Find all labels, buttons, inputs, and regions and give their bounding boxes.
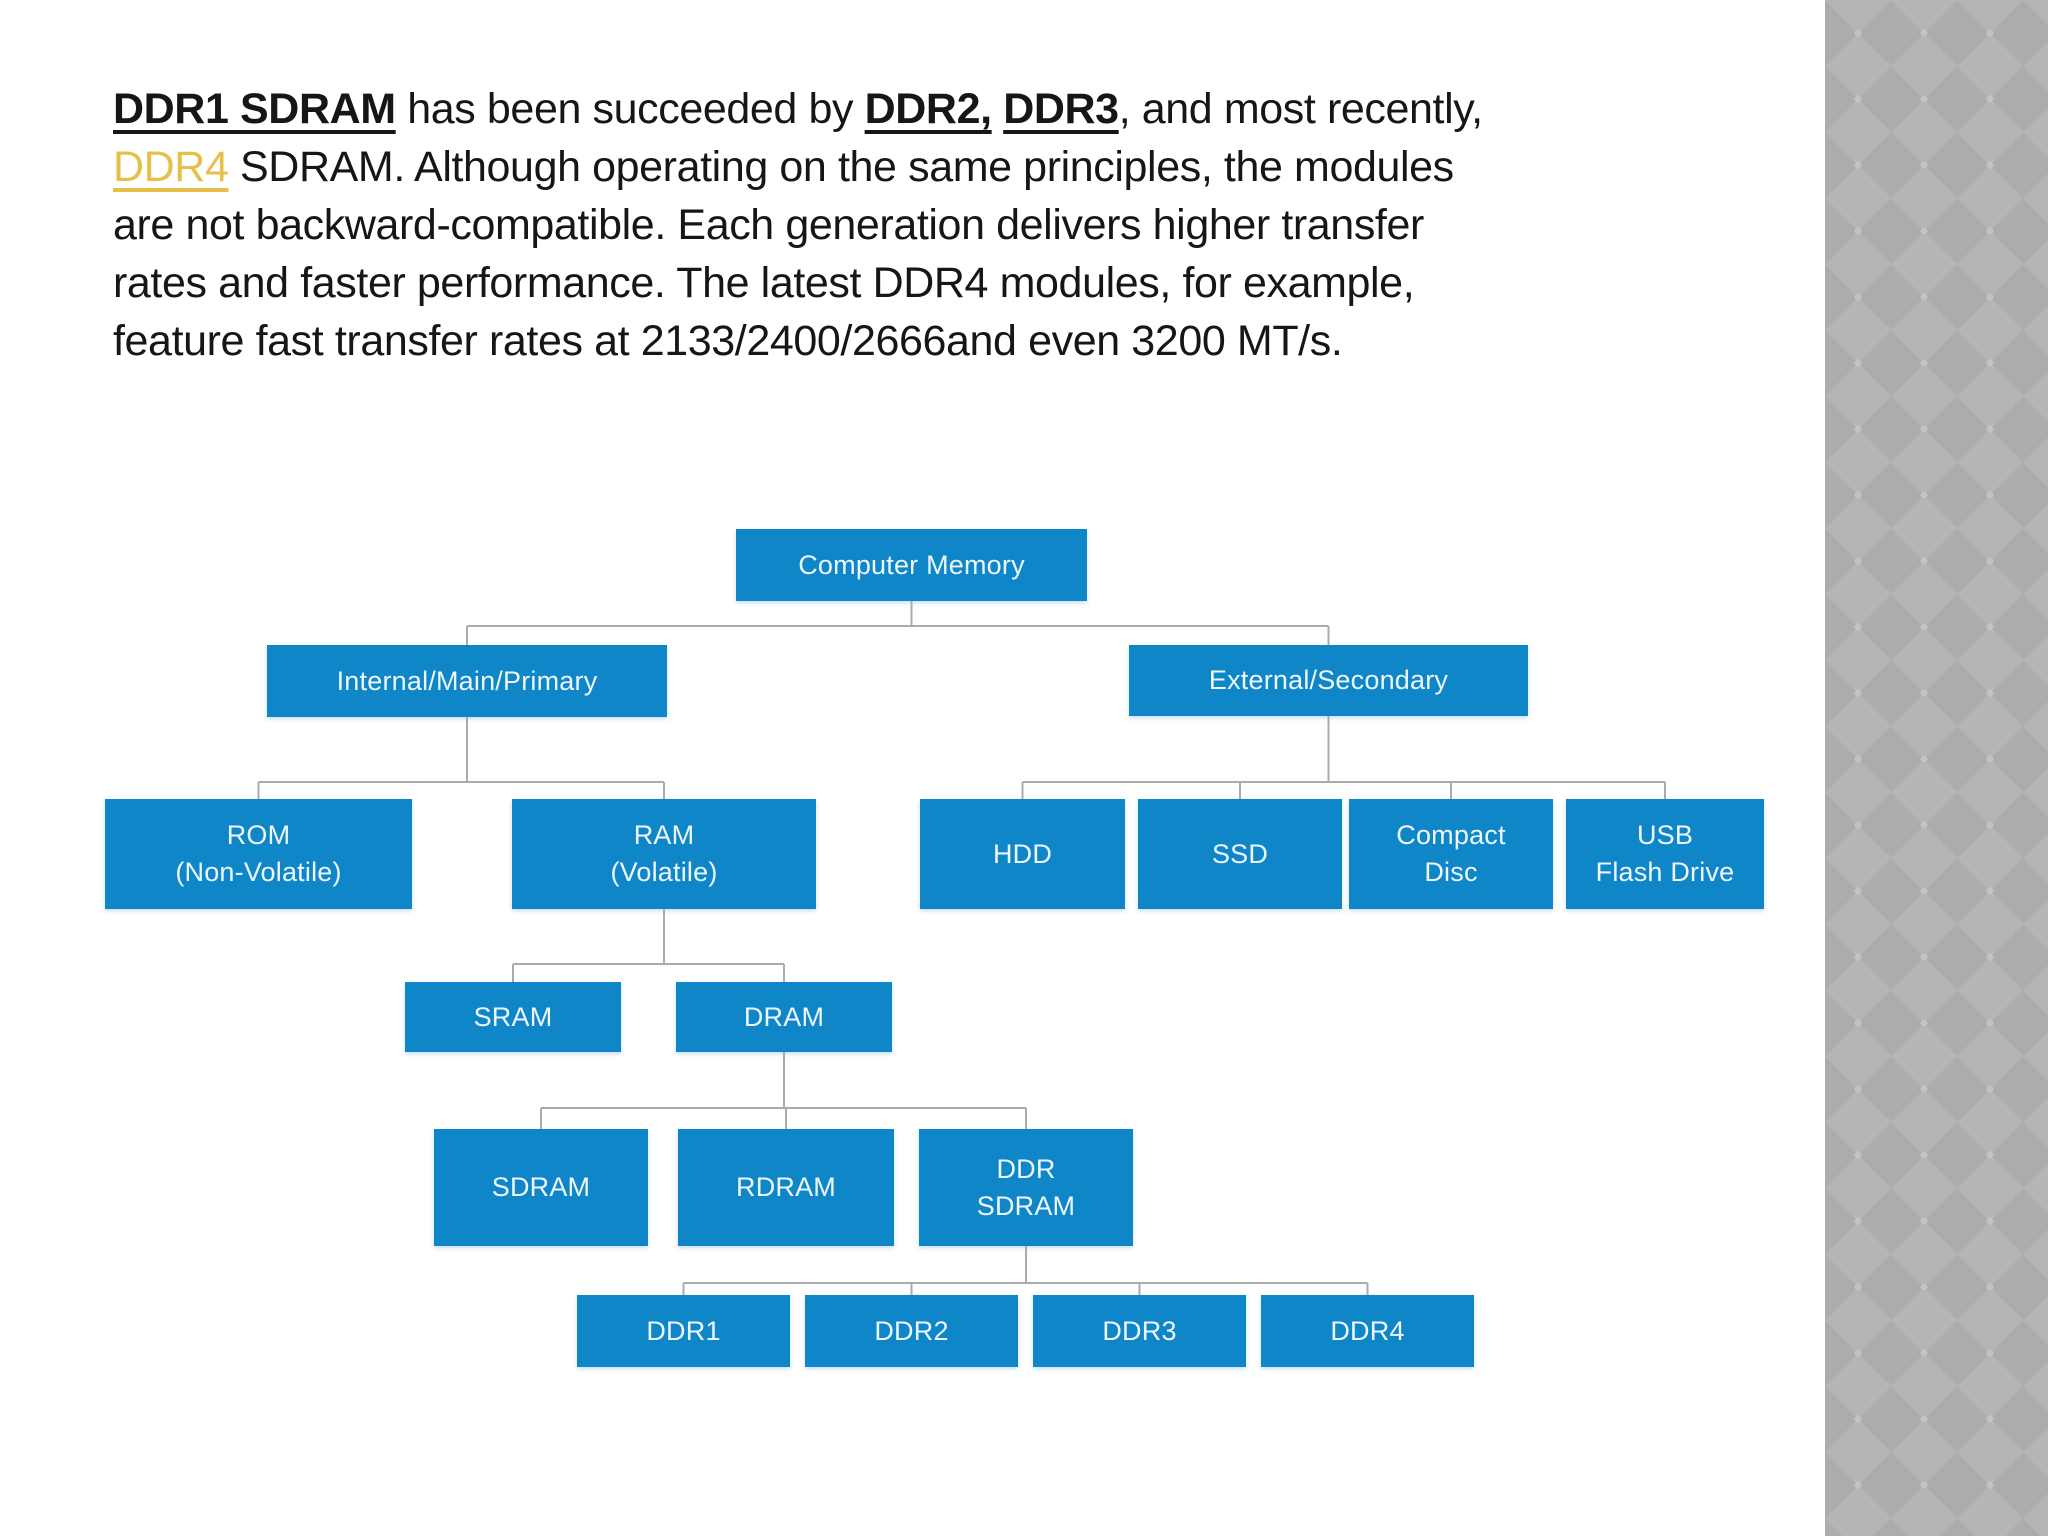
paragraph-line: DDR4 SDRAM. Although operating on the sa… <box>113 138 1723 196</box>
node-ddr2: DDR2 <box>805 1295 1018 1367</box>
node-label: Internal/Main/Primary <box>336 665 598 696</box>
node-ddr3: DDR3 <box>1033 1295 1246 1367</box>
text-run: has been succeeded by <box>395 85 865 133</box>
node-hdd: HDD <box>920 799 1125 909</box>
node-external: External/Secondary <box>1129 645 1528 716</box>
intro-paragraph: DDR1 SDRAM has been succeeded by DDR2, D… <box>113 80 1723 370</box>
emphasized-term: DDR2, <box>864 85 992 133</box>
paragraph-line: DDR1 SDRAM has been succeeded by DDR2, D… <box>113 80 1723 138</box>
node-rdram: RDRAM <box>678 1129 894 1246</box>
node-label: Computer Memory <box>798 549 1025 580</box>
node-rom: ROM (Non-Volatile) <box>105 799 412 909</box>
node-label: USB <box>1636 820 1694 850</box>
node-label: HDD <box>992 838 1053 869</box>
node-dram: DRAM <box>676 982 892 1052</box>
node-label: SRAM <box>473 1001 553 1032</box>
node-ssd: SSD <box>1138 799 1342 909</box>
node-ddr-sdram: DDR SDRAM <box>919 1129 1133 1246</box>
node-label: DDR3 <box>1102 1315 1177 1346</box>
node-label: DDR2 <box>874 1315 949 1346</box>
node-ram: RAM (Volatile) <box>512 799 816 909</box>
node-label: DDR <box>996 1153 1056 1184</box>
node-sdram: SDRAM <box>434 1129 648 1246</box>
node-label: RAM <box>633 820 695 850</box>
paragraph-line: rates and faster performance. The latest… <box>113 254 1723 312</box>
node-label: Disc <box>1424 857 1478 887</box>
node-label: (Volatile) <box>610 857 718 887</box>
node-label: DRAM <box>743 1001 825 1032</box>
paragraph-line: are not backward-compatible. Each genera… <box>113 196 1723 254</box>
text-run: SDRAM. Although operating on the same pr… <box>228 143 1454 191</box>
text-run: are not backward-compatible. Each genera… <box>113 201 1424 249</box>
node-ddr4: DDR4 <box>1261 1295 1474 1367</box>
text-run: feature fast transfer rates at 2133/2400… <box>113 317 1343 365</box>
node-label: ROM <box>226 820 291 850</box>
ddr4-link[interactable]: DDR4 <box>113 143 229 191</box>
node-label: RDRAM <box>736 1172 836 1202</box>
paragraph-line: feature fast transfer rates at 2133/2400… <box>113 312 1723 370</box>
node-label: DDR1 <box>646 1315 721 1346</box>
decorative-side-strip <box>1825 0 2048 1536</box>
node-label: Compact <box>1396 820 1506 850</box>
text-run: , and most recently, <box>1118 85 1483 133</box>
node-ddr1: DDR1 <box>577 1295 790 1367</box>
emphasized-term: DDR1 SDRAM <box>113 85 396 133</box>
node-computer-memory: Computer Memory <box>736 529 1087 601</box>
emphasized-term: DDR3 <box>1003 85 1119 133</box>
node-label: (Non-Volatile) <box>175 857 342 887</box>
node-label: Flash Drive <box>1595 857 1735 887</box>
node-label: SDRAM <box>491 1172 591 1202</box>
node-label: SSD <box>1211 838 1269 869</box>
node-usb-flash-drive: USB Flash Drive <box>1566 799 1764 909</box>
node-label: DDR4 <box>1330 1315 1405 1346</box>
node-internal: Internal/Main/Primary <box>267 645 667 717</box>
node-label: SDRAM <box>976 1190 1076 1221</box>
node-label: External/Secondary <box>1208 665 1449 695</box>
node-sram: SRAM <box>405 982 621 1052</box>
text-run: rates and faster performance. The latest… <box>113 259 1415 307</box>
